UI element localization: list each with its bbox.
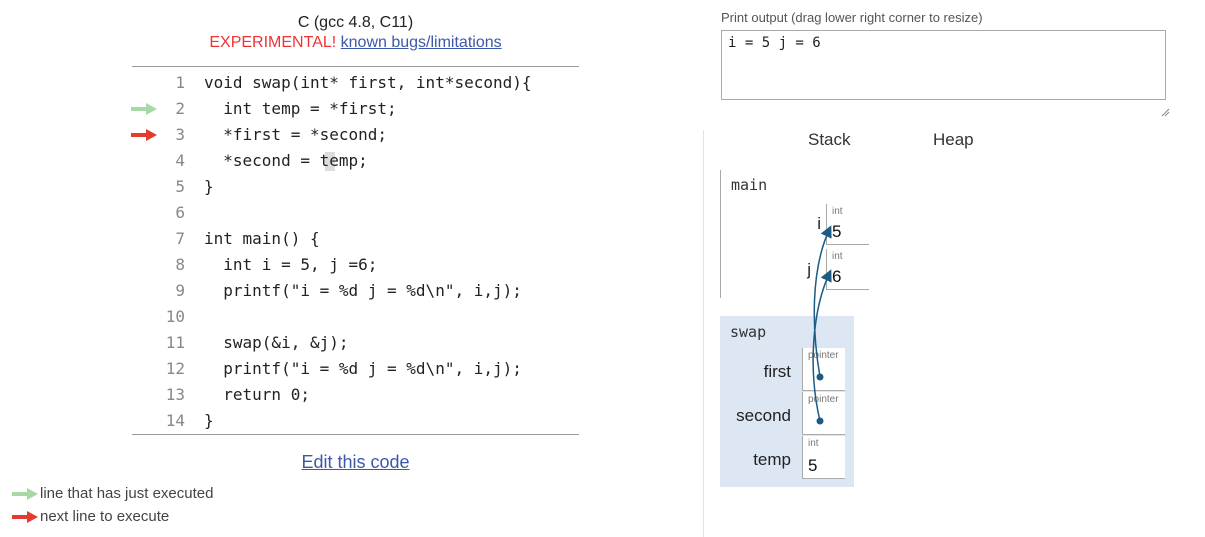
line-code-text: return 0; [204,385,310,404]
legend-just-executed-label: line that has just executed [40,485,214,502]
code-line-7: 7 int main() { [132,226,579,252]
code-line-4: 4 *second = temp; [132,148,579,174]
line-number: 6 [175,203,185,222]
var-name-i: i [817,214,821,233]
heap-header: Heap [933,130,974,149]
code-line-13: 13 return 0; [132,382,579,408]
var-box-j: int 6 [826,249,869,290]
line-number: 7 [175,229,185,248]
var-name-second: second [736,406,791,425]
line-number: 12 [165,359,185,378]
var-value-i: 5 [832,222,842,241]
var-box-first: pointer [802,348,845,391]
stack-frame-swap: swap first pointer second pointer temp i… [720,316,854,487]
line-number: 3 [175,125,185,144]
code-line-2: 2 int temp = *first; [131,96,579,122]
print-output-box[interactable]: i = 5 j = 6 [721,30,1166,100]
line-code-text: } [204,177,214,196]
green-arrow-icon [12,488,38,500]
code-top-divider [132,66,579,67]
experimental-notice: EXPERIMENTAL! known bugs/limitations [132,34,579,52]
line-code-text: } [204,411,214,430]
code-line-10: 10 [132,304,579,330]
code-line-9: 9 printf("i = %d j = %d\n", i,j); [132,278,579,304]
just-executed-arrow-icon [131,103,157,115]
var-box-temp: int 5 [802,436,845,479]
var-name-j: j [807,260,811,279]
line-number: 14 [165,411,185,430]
var-type: int [832,206,843,217]
line-number: 5 [175,177,185,196]
print-output-label: Print output (drag lower right corner to… [721,10,983,25]
line-number: 4 [175,151,185,170]
line-code-text: *second = temp; [204,151,368,170]
code-line-3: 3 *first = *second; [131,122,579,148]
code-line-11: 11 swap(&i, &j); [132,330,579,356]
var-box-second: pointer [802,392,845,435]
code-line-12: 12 printf("i = %d j = %d\n", i,j); [132,356,579,382]
line-number: 2 [175,99,185,118]
stack-header: Stack [808,130,851,149]
var-type: int [832,251,843,262]
line-number: 8 [175,255,185,274]
var-value-temp: 5 [808,456,818,475]
language-title: C (gcc 4.8, C11) [297,14,414,31]
code-line-1: 1 void swap(int* first, int*second){ [132,70,579,96]
line-code-text: int i = 5, j =6; [204,255,378,274]
line-code-text: int temp = *first; [204,99,397,118]
line-code-text: int main() { [204,229,320,248]
line-code-text: printf("i = %d j = %d\n", i,j); [204,359,522,378]
cursor-highlight [325,152,335,171]
code-line-6: 6 [132,200,579,226]
line-code-text: void swap(int* first, int*second){ [204,73,532,92]
edit-code-link[interactable]: Edit this code [301,452,410,472]
code-line-14: 14} [132,408,579,434]
code-line-5: 5} [132,174,579,200]
legend-next-line-label: next line to execute [40,508,170,525]
stack-frame-main: main i int 5 j int 6 [720,170,869,298]
line-number: 10 [165,307,185,326]
var-value-j: 6 [832,267,842,286]
line-code-text: *first = *second; [204,125,388,144]
frame-name: swap [730,323,767,341]
line-number: 9 [175,281,185,300]
frame-name: main [731,176,768,194]
line-number: 1 [175,73,185,92]
var-name-temp: temp [753,450,791,469]
line-code-text: swap(&i, &j); [204,333,349,352]
var-type: pointer [808,350,839,361]
experimental-label: EXPERIMENTAL! [209,34,337,51]
pane-divider [703,130,704,537]
line-number: 13 [165,385,185,404]
var-box-i: int 5 [826,204,869,245]
var-type: pointer [808,394,839,405]
red-arrow-icon [12,511,38,523]
resize-grip-icon[interactable] [1160,107,1170,117]
line-number: 11 [165,333,185,352]
known-bugs-link[interactable]: known bugs/limitations [340,34,502,51]
code-bottom-divider [132,434,579,435]
code-line-8: 8 int i = 5, j =6; [132,252,579,278]
next-line-arrow-icon [131,129,157,141]
var-type: int [808,438,819,449]
var-name-first: first [763,362,791,381]
line-code-text: printf("i = %d j = %d\n", i,j); [204,281,522,300]
